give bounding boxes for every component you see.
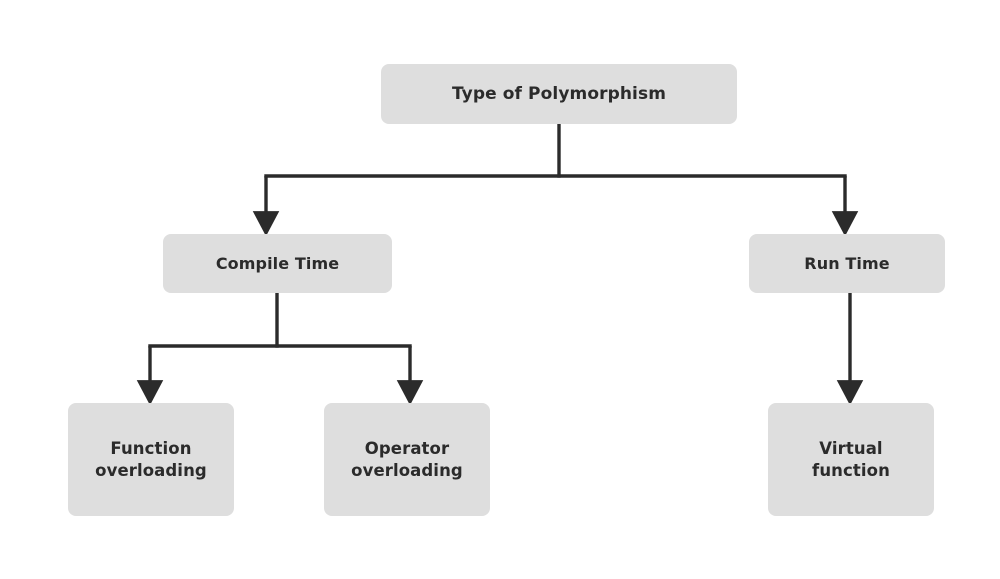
node-operator-overloading[interactable]: Operator overloading: [324, 403, 490, 516]
node-type-of-polymorphism[interactable]: Type of Polymorphism: [381, 64, 737, 124]
node-virtual-function[interactable]: Virtual function: [768, 403, 934, 516]
node-function-overloading[interactable]: Function overloading: [68, 403, 234, 516]
node-label: Type of Polymorphism: [451, 83, 667, 104]
node-label: Run Time: [804, 253, 890, 273]
node-run-time[interactable]: Run Time: [749, 234, 945, 293]
node-label: Virtual function: [812, 438, 890, 480]
node-compile-time[interactable]: Compile Time: [163, 234, 392, 293]
node-label: Operator overloading: [351, 438, 463, 480]
node-label: Function overloading: [95, 438, 207, 480]
node-label: Compile Time: [215, 253, 340, 273]
